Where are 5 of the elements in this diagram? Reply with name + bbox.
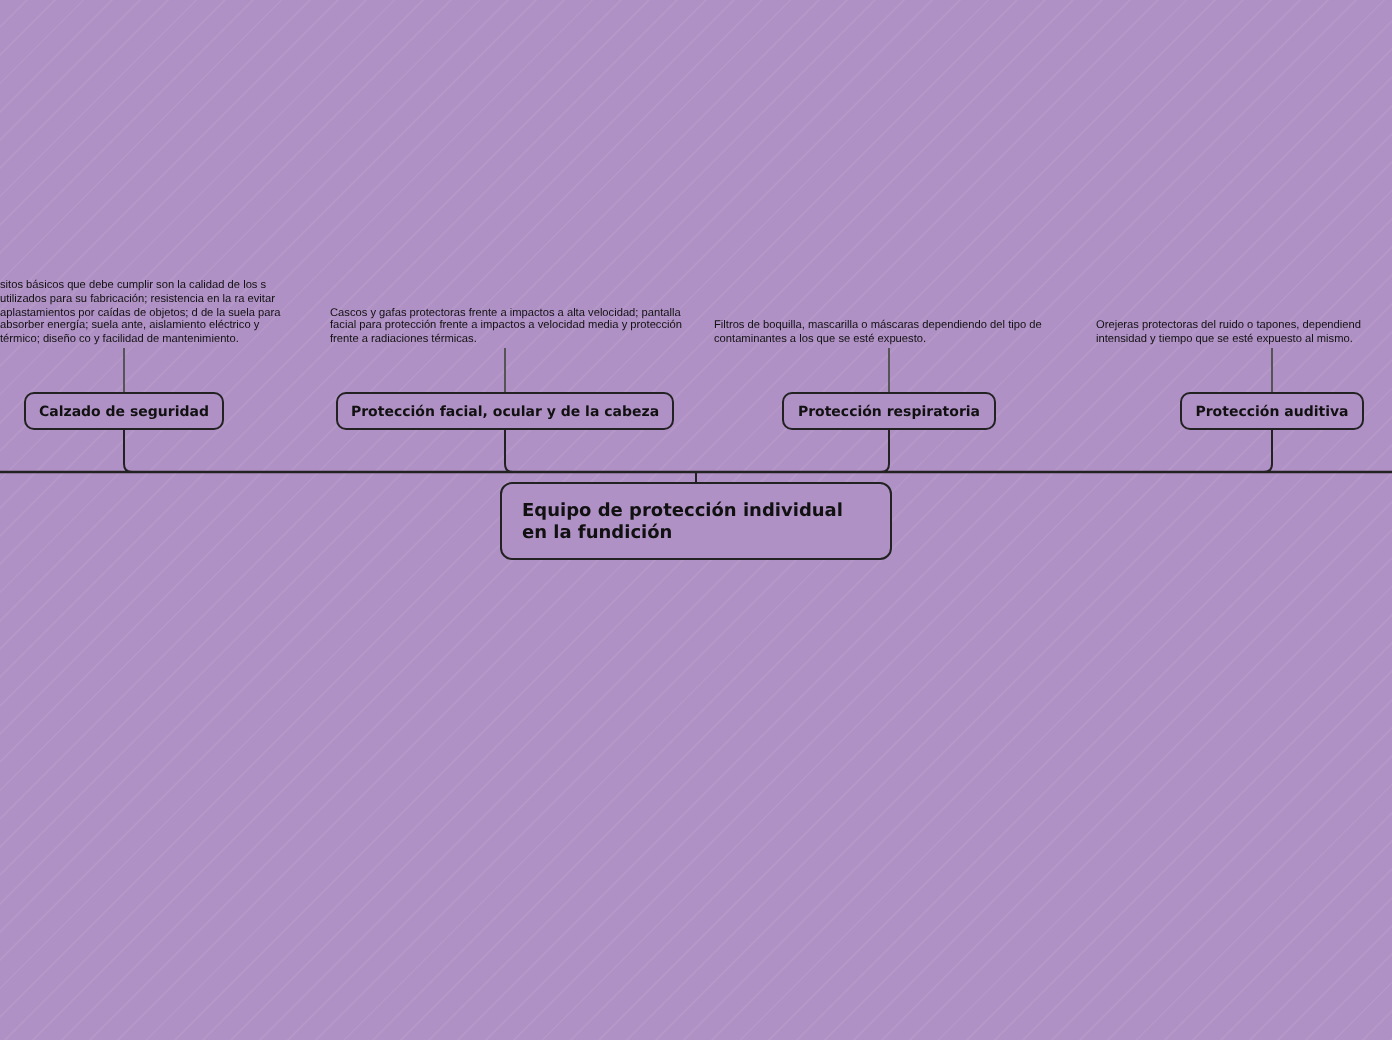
connector-line bbox=[123, 347, 125, 393]
central-topic-box: Equipo de protección individual en la fundición bbox=[500, 482, 892, 560]
connector-line bbox=[1271, 347, 1273, 393]
connector-line bbox=[888, 347, 890, 393]
connector-line bbox=[504, 347, 506, 393]
